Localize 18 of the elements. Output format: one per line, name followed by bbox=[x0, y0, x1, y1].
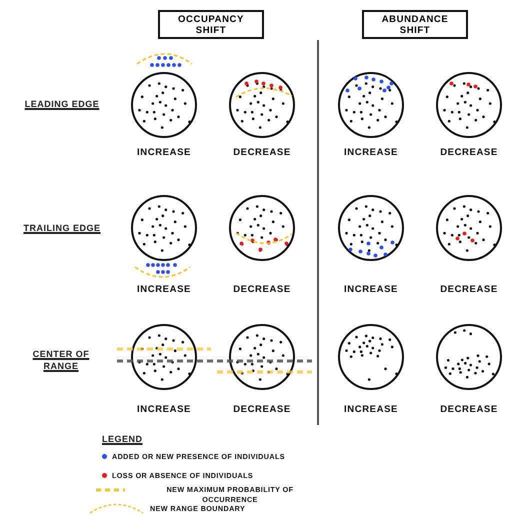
case-label: DECREASE bbox=[439, 404, 499, 415]
case-label: INCREASE bbox=[136, 404, 192, 415]
row-label: CENTER OF RANGE bbox=[32, 348, 90, 372]
case-label: DECREASE bbox=[232, 147, 292, 158]
case-label: INCREASE bbox=[136, 147, 192, 158]
case-label: DECREASE bbox=[232, 404, 292, 415]
row-label: LEADING EDGE bbox=[24, 98, 100, 110]
case-label: INCREASE bbox=[343, 147, 399, 158]
case-label: DECREASE bbox=[232, 284, 292, 295]
case-label: DECREASE bbox=[439, 147, 499, 158]
case-label: INCREASE bbox=[343, 404, 399, 415]
case-label: DECREASE bbox=[439, 284, 499, 295]
heading-box: OCCUPANCY SHIFT bbox=[158, 10, 264, 39]
row-label: TRAILING EDGE bbox=[22, 222, 102, 234]
legend-title: LEGEND bbox=[102, 433, 143, 445]
case-label: INCREASE bbox=[343, 284, 399, 295]
case-label: INCREASE bbox=[136, 284, 192, 295]
heading-box: ABUNDANCE SHIFT bbox=[362, 10, 468, 39]
